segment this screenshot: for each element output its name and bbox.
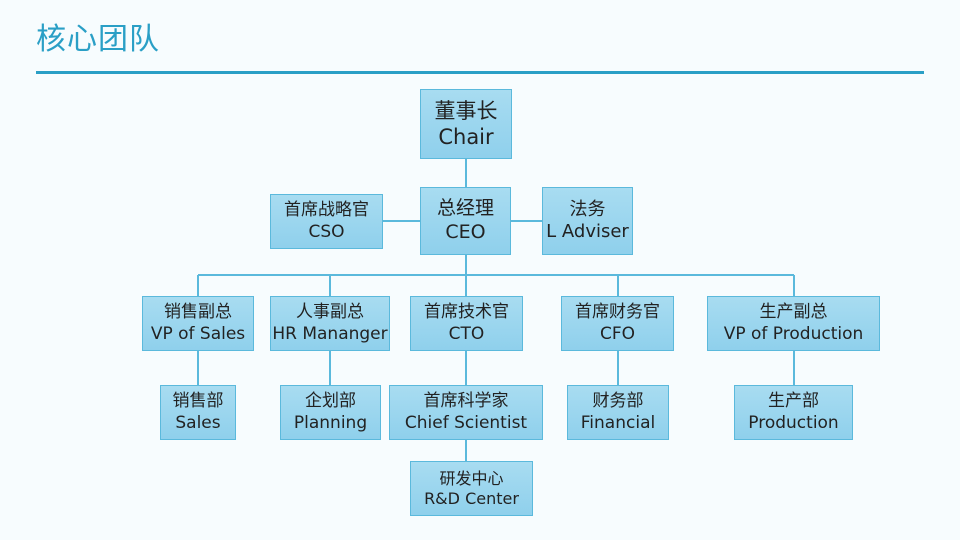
node-cto-en: CTO [448,323,485,344]
title-underline [36,71,924,74]
node-ceo-cn: 总经理 [436,197,494,220]
node-chair-cn: 董事长 [434,98,498,123]
node-vp-sales-en: VP of Sales [150,323,246,344]
node-planning: 企划部 Planning [280,385,381,440]
node-vp-sales: 销售副总 VP of Sales [142,296,254,351]
node-chair: 董事长 Chair [420,89,512,159]
node-cso: 首席战略官 CSO [270,194,383,249]
node-rnd-center-cn: 研发中心 [439,468,504,488]
node-legal: 法务 L Adviser [542,187,633,255]
node-chief-scientist-cn: 首席科学家 [423,391,509,412]
node-production-cn: 生产部 [768,391,819,412]
node-hr-en: HR Mananger [272,323,388,344]
node-ceo-en: CEO [445,221,486,243]
node-sales-dept: 销售部 Sales [160,385,236,440]
node-sales-dept-en: Sales [175,412,221,433]
node-cfo: 首席财务官 CFO [561,296,674,351]
node-chair-en: Chair [438,125,494,149]
page-title: 核心团队 [36,22,160,57]
node-financial-cn: 财务部 [592,391,644,412]
node-production: 生产部 Production [734,385,853,440]
node-legal-en: L Adviser [546,221,629,242]
node-production-en: Production [748,412,839,433]
node-cfo-en: CFO [599,323,636,344]
node-vp-production-en: VP of Production [723,323,864,344]
node-cfo-cn: 首席财务官 [575,302,660,323]
node-sales-dept-cn: 销售部 [172,391,224,412]
node-vp-sales-cn: 销售副总 [164,302,232,323]
node-rnd-center-en: R&D Center [424,488,519,508]
node-legal-cn: 法务 [569,198,606,220]
node-planning-en: Planning [293,412,368,433]
node-planning-cn: 企划部 [305,391,356,412]
node-financial-en: Financial [580,412,656,433]
node-cto-cn: 首席技术官 [424,302,509,323]
node-hr-cn: 人事副总 [296,302,364,323]
node-cso-en: CSO [308,221,345,242]
node-financial: 财务部 Financial [567,385,669,440]
node-chief-scientist-en: Chief Scientist [404,412,528,433]
node-vp-production: 生产副总 VP of Production [707,296,880,351]
node-ceo: 总经理 CEO [420,187,511,255]
node-rnd-center: 研发中心 R&D Center [410,461,533,516]
node-hr: 人事副总 HR Mananger [270,296,390,351]
node-cto: 首席技术官 CTO [410,296,523,351]
node-vp-production-cn: 生产副总 [759,302,828,323]
node-cso-cn: 首席战略官 [284,200,369,221]
node-chief-scientist: 首席科学家 Chief Scientist [389,385,543,440]
